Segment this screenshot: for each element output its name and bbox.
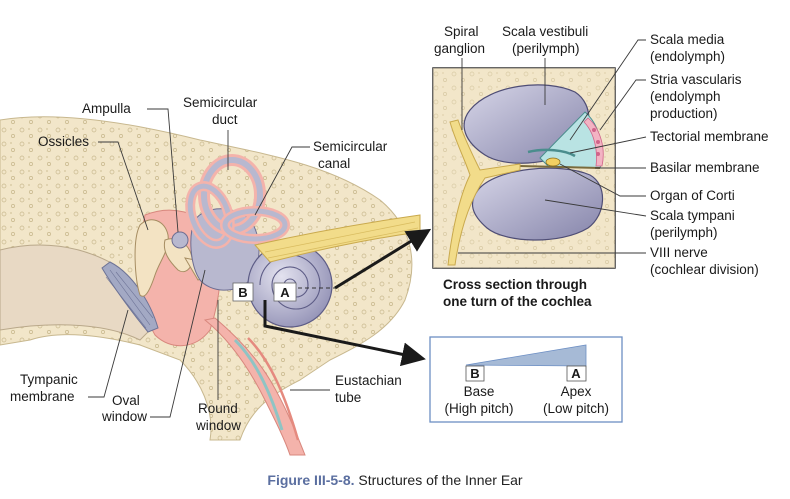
label-scala-vestibuli-1: Scala vestibuli xyxy=(502,24,588,39)
label-oval-window-1: Oval xyxy=(112,393,140,408)
inset-apex-pitch: (Low pitch) xyxy=(543,401,609,416)
label-semicircular-canal-2: canal xyxy=(318,156,350,171)
inset-base-label: Base xyxy=(464,384,495,399)
label-ampulla: Ampulla xyxy=(82,101,131,116)
cross-section-title-1: Cross section through xyxy=(443,277,587,292)
label-viii-nerve-2: (cochlear division) xyxy=(650,262,759,277)
label-oval-window-2: window xyxy=(101,409,147,424)
label-round-window-2: window xyxy=(195,418,241,433)
label-organ-of-corti: Organ of Corti xyxy=(650,188,735,203)
tectorial-membrane-shape xyxy=(527,148,576,158)
label-stria-vascularis-2: (endolymph xyxy=(650,89,721,104)
label-ossicles: Ossicles xyxy=(38,134,89,149)
marker-b-label: B xyxy=(238,285,247,300)
figure-caption: Figure III-5-8. Structures of the Inner … xyxy=(0,472,790,488)
label-semicircular-duct-2: duct xyxy=(212,112,238,127)
spiral-ganglion-shape xyxy=(447,119,521,266)
basilar-width-wedge xyxy=(465,344,587,367)
label-scala-tympani-2: (perilymph) xyxy=(650,225,718,240)
label-tympanic-membrane-1: Tympanic xyxy=(20,372,78,387)
label-viii-nerve-1: VIII nerve xyxy=(650,245,708,260)
label-spiral-ganglion-2: ganglion xyxy=(434,41,485,56)
marker-a-label: A xyxy=(280,285,290,300)
label-stria-vascularis-1: Stria vascularis xyxy=(650,72,742,87)
label-scala-media-1: Scala media xyxy=(650,32,725,47)
label-eustachian-tube-1: Eustachian xyxy=(335,373,402,388)
marker-a: A xyxy=(273,282,297,302)
arrow-to-cross-section xyxy=(334,228,432,290)
inset-letter-b: B xyxy=(470,366,479,381)
label-semicircular-canal-1: Semicircular xyxy=(313,139,388,154)
scala-tympani-shape xyxy=(471,167,604,241)
arrow-to-basilar-inset xyxy=(263,300,426,367)
label-eustachian-tube-2: tube xyxy=(335,390,361,405)
label-basilar-membrane: Basilar membrane xyxy=(650,160,760,175)
cross-section-title-2: one turn of the cochlea xyxy=(443,294,592,309)
inset-letter-a: A xyxy=(571,366,581,381)
basilar-membrane-inset: B A Base (High pitch) Apex (Low pitch) xyxy=(429,336,623,423)
inset-base-pitch: (High pitch) xyxy=(444,401,513,416)
ampulla-shape xyxy=(171,231,189,249)
label-scala-vestibuli-2: (perilymph) xyxy=(512,41,580,56)
semicircular-canals-shape xyxy=(171,154,290,249)
label-spiral-ganglion-1: Spiral xyxy=(444,24,479,39)
ear-anatomy-illustration: B A xyxy=(0,116,421,456)
label-round-window-1: Round xyxy=(198,401,238,416)
marker-b: B xyxy=(232,282,254,302)
cochlea-cross-section-panel xyxy=(432,67,616,269)
figure-title: Structures of the Inner Ear xyxy=(358,472,523,488)
label-tectorial-membrane: Tectorial membrane xyxy=(650,129,769,144)
label-semicircular-duct-1: Semicircular xyxy=(183,95,258,110)
label-scala-tympani-1: Scala tympani xyxy=(650,208,735,223)
figure-number: Figure III-5-8. xyxy=(267,472,355,488)
inset-apex-label: Apex xyxy=(561,384,592,399)
label-tympanic-membrane-2: membrane xyxy=(10,389,75,404)
label-scala-media-2: (endolymph) xyxy=(650,49,725,64)
basilar-membrane-shape xyxy=(519,165,601,169)
label-stria-vascularis-3: production) xyxy=(650,106,718,121)
organ-of-corti-shape xyxy=(545,157,561,167)
